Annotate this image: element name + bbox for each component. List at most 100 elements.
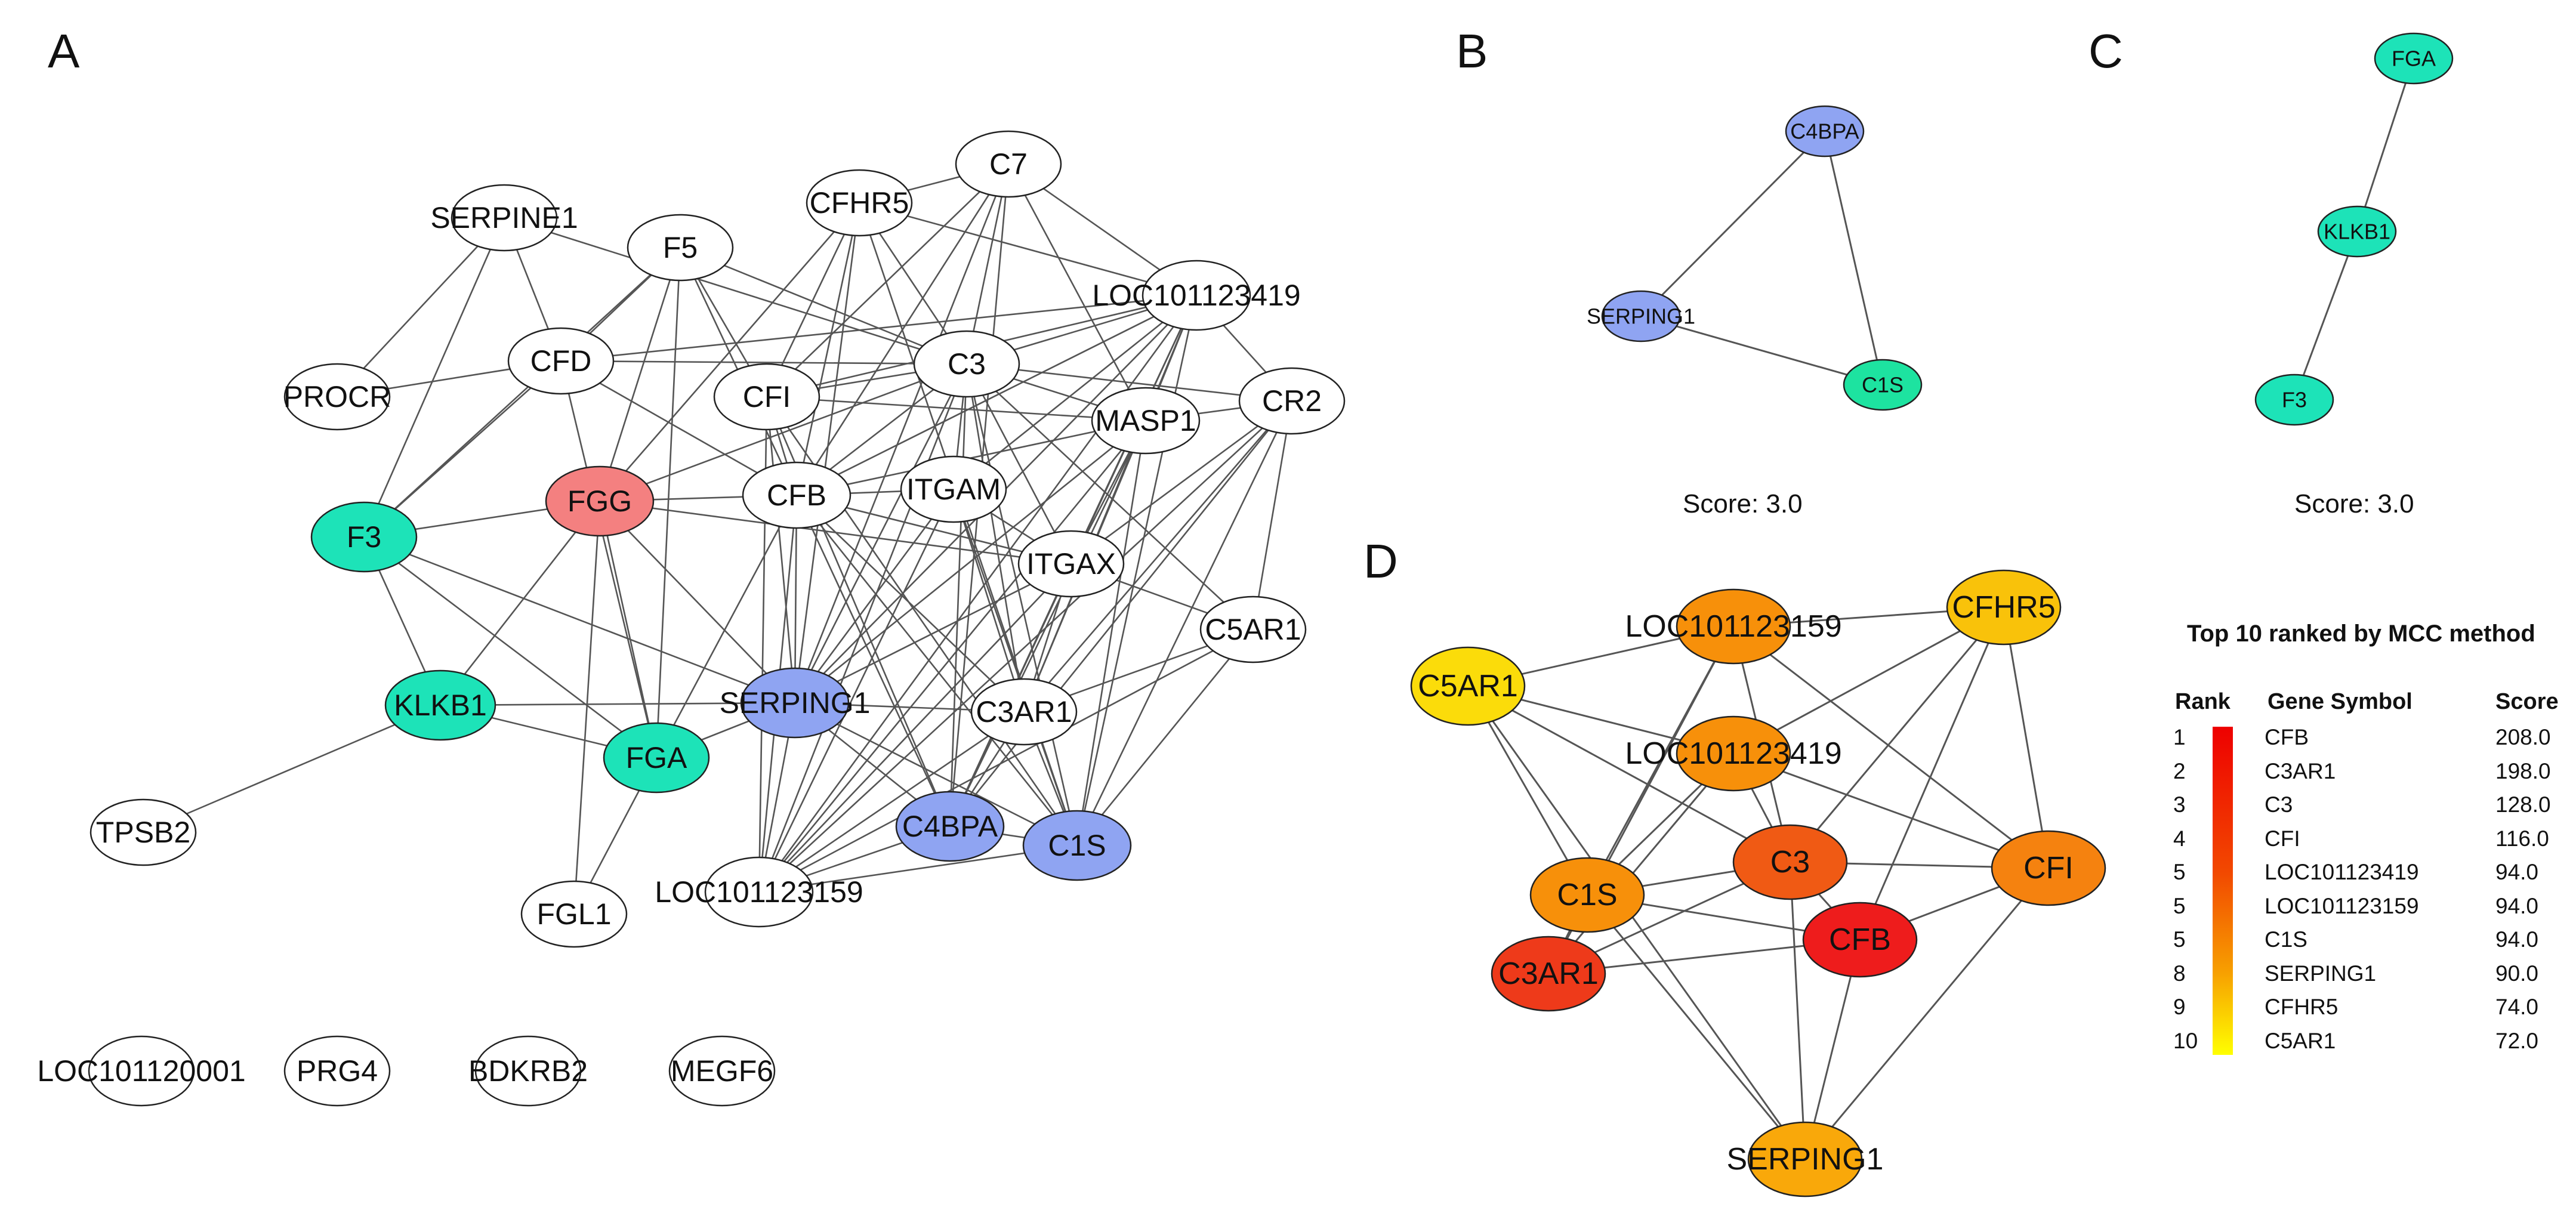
edge-c7-masp1	[1007, 163, 1147, 421]
node-d-cfhr5[interactable]: CFHR5	[1946, 569, 2062, 646]
node-shape	[713, 363, 820, 431]
node-d-loc101123159[interactable]: LOC101123159	[1625, 588, 1842, 665]
legend-header-score: Score	[2495, 689, 2559, 714]
legend-score-cell: 208.0	[2495, 725, 2551, 749]
node-shape	[283, 363, 391, 431]
node-d-c5ar1[interactable]: C5AR1	[1410, 646, 1526, 726]
legend-rank-cell: 1	[2173, 725, 2186, 749]
node-a-megf6[interactable]: MEGF6	[668, 1035, 776, 1107]
node-d-c3ar1[interactable]: C3AR1	[1491, 936, 1606, 1012]
node-a-serpine1[interactable]: SERPINE1	[430, 184, 578, 252]
node-d-cfi[interactable]: CFI	[1991, 830, 2106, 906]
node-a-loc101123419[interactable]: LOC101123419	[1092, 260, 1301, 331]
legend-gene-cell: C1S	[2265, 927, 2307, 952]
node-shape	[1091, 387, 1201, 455]
node-a-cfd[interactable]: CFD	[507, 327, 615, 395]
node-label: C3AR1	[976, 695, 1072, 729]
edge-cfhr5-fgg	[599, 202, 860, 502]
edge-itgax-serping1	[794, 563, 1072, 704]
node-c-klkb1[interactable]: KLKB1	[2317, 205, 2397, 258]
node-label: CFI	[743, 380, 791, 413]
legend-score-cell: 128.0	[2495, 792, 2551, 817]
node-c-fga[interactable]: FGA	[2374, 32, 2454, 85]
node-label: CFD	[530, 344, 592, 378]
node-b-c1s[interactable]: C1S	[1843, 359, 1923, 411]
node-shape	[1022, 810, 1132, 881]
node-b-c4bpa[interactable]: C4BPA	[1785, 105, 1865, 158]
node-label: KLKB1	[2324, 220, 2390, 244]
panel-b-score: Score: 3.0	[1683, 489, 1803, 518]
edge-c3-loc101123159	[758, 363, 968, 893]
node-a-itgax[interactable]: ITGAX	[1017, 530, 1125, 598]
panel-c-edges	[2293, 58, 2415, 400]
node-a-cfhr5[interactable]: CFHR5	[806, 169, 913, 237]
legend-rank-cell: 9	[2173, 995, 2186, 1019]
node-shape	[545, 465, 655, 537]
legend-title: Top 10 ranked by MCC method	[2187, 621, 2535, 647]
edge-cfhr5-loc101123419	[1733, 606, 2004, 755]
node-label: C5AR1	[1205, 613, 1301, 646]
node-d-serping1[interactable]: SERPING1	[1727, 1121, 1884, 1197]
node-d-c3[interactable]: C3	[1732, 824, 1848, 900]
node-a-fgl1[interactable]: FGL1	[520, 880, 628, 948]
legend-header-gene: Gene Symbol	[2268, 689, 2413, 714]
node-d-loc101123419[interactable]: LOC101123419	[1625, 715, 1842, 792]
node-shape	[1785, 105, 1865, 158]
edge-loc101123159-cfi	[1733, 625, 2049, 869]
node-a-c4bpa[interactable]: C4BPA	[895, 791, 1005, 862]
node-a-tpsb2[interactable]: TPSB2	[90, 798, 197, 866]
node-d-cfb[interactable]: CFB	[1802, 902, 1918, 978]
edge-serping1-c1s	[1640, 315, 1883, 386]
legend-gene-cell: C3	[2265, 792, 2293, 817]
panel-b-label: B	[1456, 24, 1488, 78]
node-a-loc101123159[interactable]: LOC101123159	[655, 856, 863, 928]
node-a-loc101120001[interactable]: LOC101120001	[37, 1035, 246, 1107]
node-a-itgam[interactable]: ITGAM	[900, 455, 1007, 523]
edge-cfb-c1s	[795, 495, 1078, 846]
node-a-bdkrb2[interactable]: BDKRB2	[468, 1035, 588, 1107]
node-a-cr2[interactable]: CR2	[1238, 367, 1346, 435]
edge-c5ar1-loc101123159	[758, 628, 1254, 893]
edge-f5-f3	[363, 247, 681, 538]
edge-fgg-fgl1	[573, 501, 601, 915]
node-label: C1S	[1048, 829, 1106, 862]
node-a-cfb[interactable]: CFB	[742, 461, 852, 529]
edge-c3-cr2	[966, 363, 1292, 402]
edge-cfb-c4bpa	[795, 495, 951, 827]
node-b-serping1[interactable]: SERPING1	[1587, 290, 1695, 342]
node-c-f3[interactable]: F3	[2254, 374, 2334, 426]
node-a-klkb1[interactable]: KLKB1	[384, 669, 496, 741]
legend-rank-cell: 5	[2173, 860, 2186, 884]
legend-rank-cell: 10	[2173, 1028, 2198, 1053]
edge-loc101123419-cfd	[560, 294, 1197, 362]
edge-c4bpa-c1s	[1824, 131, 1884, 385]
edge-itgam-c1s	[952, 489, 1078, 846]
edge-cr2-c4bpa	[949, 400, 1293, 827]
node-a-fga[interactable]: FGA	[603, 722, 710, 794]
node-shape	[88, 1035, 195, 1107]
node-label: PRG4	[297, 1054, 378, 1088]
node-d-c1s[interactable]: C1S	[1529, 857, 1645, 933]
legend-gene-cell: C5AR1	[2265, 1028, 2336, 1053]
node-a-f5[interactable]: F5	[627, 214, 734, 282]
node-a-c3[interactable]: C3	[913, 330, 1020, 398]
node-label: SERPING1	[720, 686, 871, 720]
node-a-serping1[interactable]: SERPING1	[720, 667, 871, 739]
node-a-cfi[interactable]: CFI	[713, 363, 820, 431]
node-a-fgg[interactable]: FGG	[545, 465, 655, 537]
node-a-c7[interactable]: C7	[955, 130, 1062, 198]
node-a-procr[interactable]: PROCR	[283, 363, 391, 431]
node-label: BDKRB2	[468, 1054, 588, 1088]
node-a-c1s[interactable]: C1S	[1022, 810, 1132, 881]
node-a-c5ar1[interactable]: C5AR1	[1199, 595, 1307, 663]
edge-serpine1-c3	[504, 217, 967, 365]
node-label: LOC101123159	[1625, 609, 1841, 644]
node-a-masp1[interactable]: MASP1	[1091, 387, 1201, 455]
node-shape	[451, 184, 558, 252]
node-a-f3[interactable]: F3	[310, 501, 418, 573]
node-a-prg4[interactable]: PRG4	[283, 1035, 391, 1107]
edge-loc101123419-cfb	[796, 294, 1197, 496]
node-label: C3	[948, 347, 986, 381]
node-a-c3ar1[interactable]: C3AR1	[970, 678, 1078, 746]
legend-score-cell: 72.0	[2495, 1028, 2539, 1053]
